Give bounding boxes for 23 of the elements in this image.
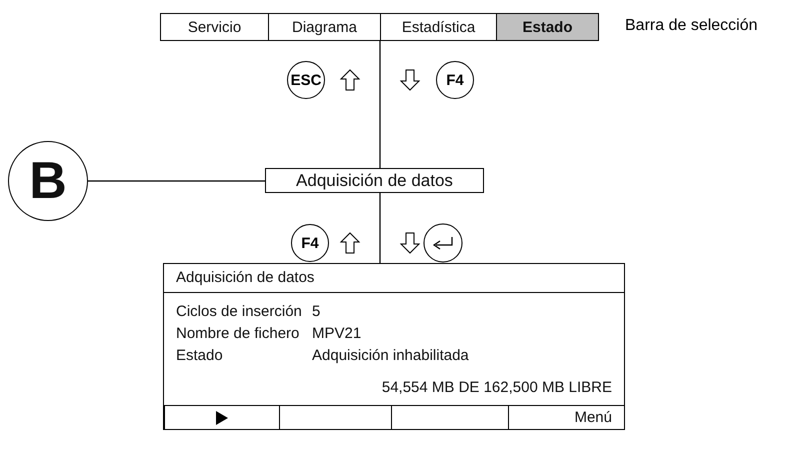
screen-heading: Adquisición de datos — [176, 268, 314, 288]
key-button: ESC — [287, 61, 325, 99]
menu-tab: Servicio — [160, 13, 269, 41]
field-value: MPV21 — [312, 324, 362, 344]
storage-status: 54,554 MB DE 162,500 MB LIBRE — [382, 378, 612, 398]
connector-line — [379, 41, 381, 168]
key-button: F4 — [436, 61, 474, 99]
callout-circle: B — [8, 141, 88, 221]
display-screen — [163, 263, 625, 430]
softkey — [164, 405, 280, 430]
menu-tab: Estadística — [380, 13, 497, 41]
field-value: Adquisición inhabilitada — [312, 346, 469, 366]
field-name: Nombre de fichero — [176, 324, 300, 344]
field-name: Estado — [176, 346, 223, 366]
field-name: Ciclos de inserción — [176, 302, 302, 322]
leader-line — [88, 180, 265, 182]
field-value: 5 — [312, 302, 320, 322]
connector-line — [379, 193, 381, 263]
menu-tab: Diagrama — [268, 13, 381, 41]
menu-item-box: Adquisición de datos — [265, 168, 484, 193]
text-label: Barra de selección — [625, 17, 758, 35]
key-button: F4 — [291, 224, 329, 262]
menu-tab: Estado — [496, 13, 599, 41]
